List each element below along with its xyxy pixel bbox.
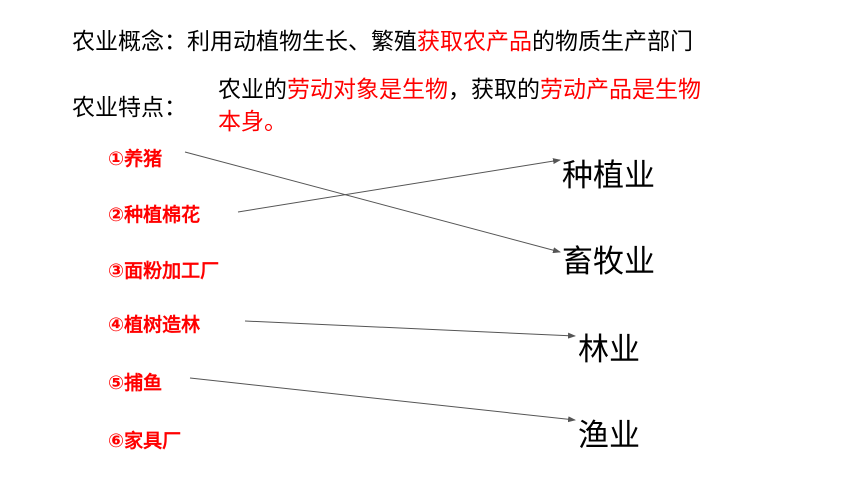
feature-label: 农业特点： [72,95,187,121]
concept-line: 农业概念：利用动植物生长、繁殖获取农产品的物质生产部门 [72,22,693,56]
category-animal-husbandry: 畜牧业 [562,244,655,280]
link-cotton-to-planting [237,158,561,213]
feature-part1: 农业的 [218,77,287,103]
item-flour-mill: ③面粉加工厂 [108,260,220,282]
category-fishery: 渔业 [578,418,640,454]
concept-text-end: 的物质生产部门 [532,29,693,55]
feature-part3: ，获取的 [448,77,540,103]
concept-text: 利用动植物生长、繁殖 [187,29,417,55]
item-fishing: ⑤捕鱼 [108,372,163,394]
link-afforestation-to-forestry [244,320,576,339]
item-plant-cotton: ②种植棉花 [108,204,201,226]
feature-text-line2: 本身。 [218,109,287,135]
item-raise-pigs: ①养猪 [108,148,163,170]
link-fishing-to-fishery [189,377,576,423]
feature-part4: 劳动产品是生物 [540,77,701,103]
item-furniture-factory: ⑥家具厂 [108,430,182,452]
category-planting: 种植业 [562,158,655,194]
feature-part2: 劳动对象是生物 [287,77,448,103]
link-pigs-to-husbandry [184,151,561,254]
item-afforestation: ④植树造林 [108,314,201,336]
concept-highlight: 获取农产品 [417,29,532,55]
category-forestry: 林业 [578,332,640,368]
concept-label: 农业概念： [72,29,187,55]
feature-text-line1: 农业的劳动对象是生物，获取的劳动产品是生物 [218,70,701,104]
